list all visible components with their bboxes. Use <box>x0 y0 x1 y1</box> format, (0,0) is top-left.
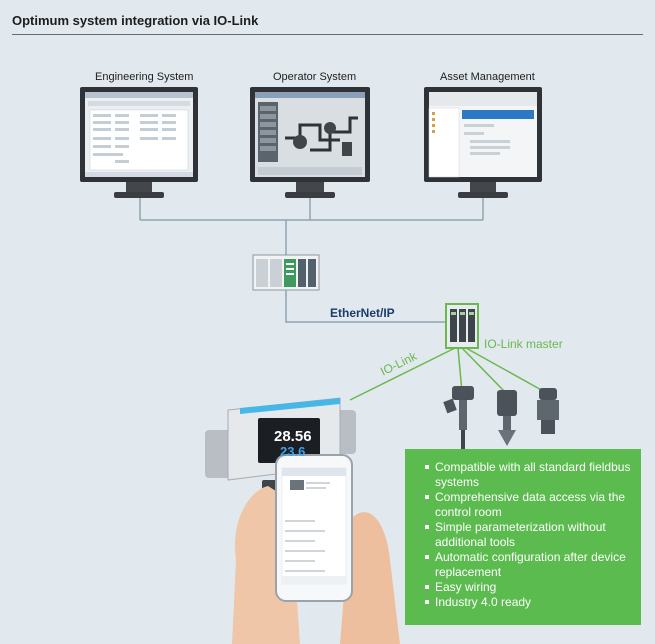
feature-list: Compatible with all standard fieldbus sy… <box>405 449 641 610</box>
engineering-monitor <box>80 87 198 198</box>
operator-system-label: Operator System <box>273 71 357 83</box>
sensor-3 <box>537 388 559 434</box>
iolink-master-label: IO-Link master <box>484 337 563 351</box>
sensor-2 <box>497 390 517 446</box>
page-title: Optimum system integration via IO-Link <box>12 13 259 28</box>
operator-monitor <box>250 87 370 198</box>
engineering-system-label: Engineering System <box>95 71 194 83</box>
sensor-1 <box>443 386 474 450</box>
feature-item: Automatic configuration after device rep… <box>425 550 631 580</box>
smartphone <box>232 454 400 644</box>
asset-management-label: Asset Management <box>440 71 535 83</box>
ethernet-ip-label: EtherNet/IP <box>330 306 395 320</box>
feature-item: Easy wiring <box>425 580 631 595</box>
asset-monitor <box>424 87 542 198</box>
device-display-bottom: 23.6 <box>280 444 306 459</box>
iolink-lines <box>349 347 546 401</box>
title-divider <box>12 34 643 35</box>
feature-item: Compatible with all standard fieldbus sy… <box>425 460 631 490</box>
feature-item: Comprehensive data access via the contro… <box>425 490 631 520</box>
iolink-master-device <box>445 303 479 349</box>
network-lines <box>139 198 484 323</box>
plc-controller <box>252 254 320 291</box>
feature-item: Simple parameterization without addition… <box>425 520 631 550</box>
feature-item: Industry 4.0 ready <box>425 595 631 610</box>
device-display-top: 28.56 <box>274 428 312 445</box>
feature-panel: Compatible with all standard fieldbus sy… <box>405 449 641 625</box>
